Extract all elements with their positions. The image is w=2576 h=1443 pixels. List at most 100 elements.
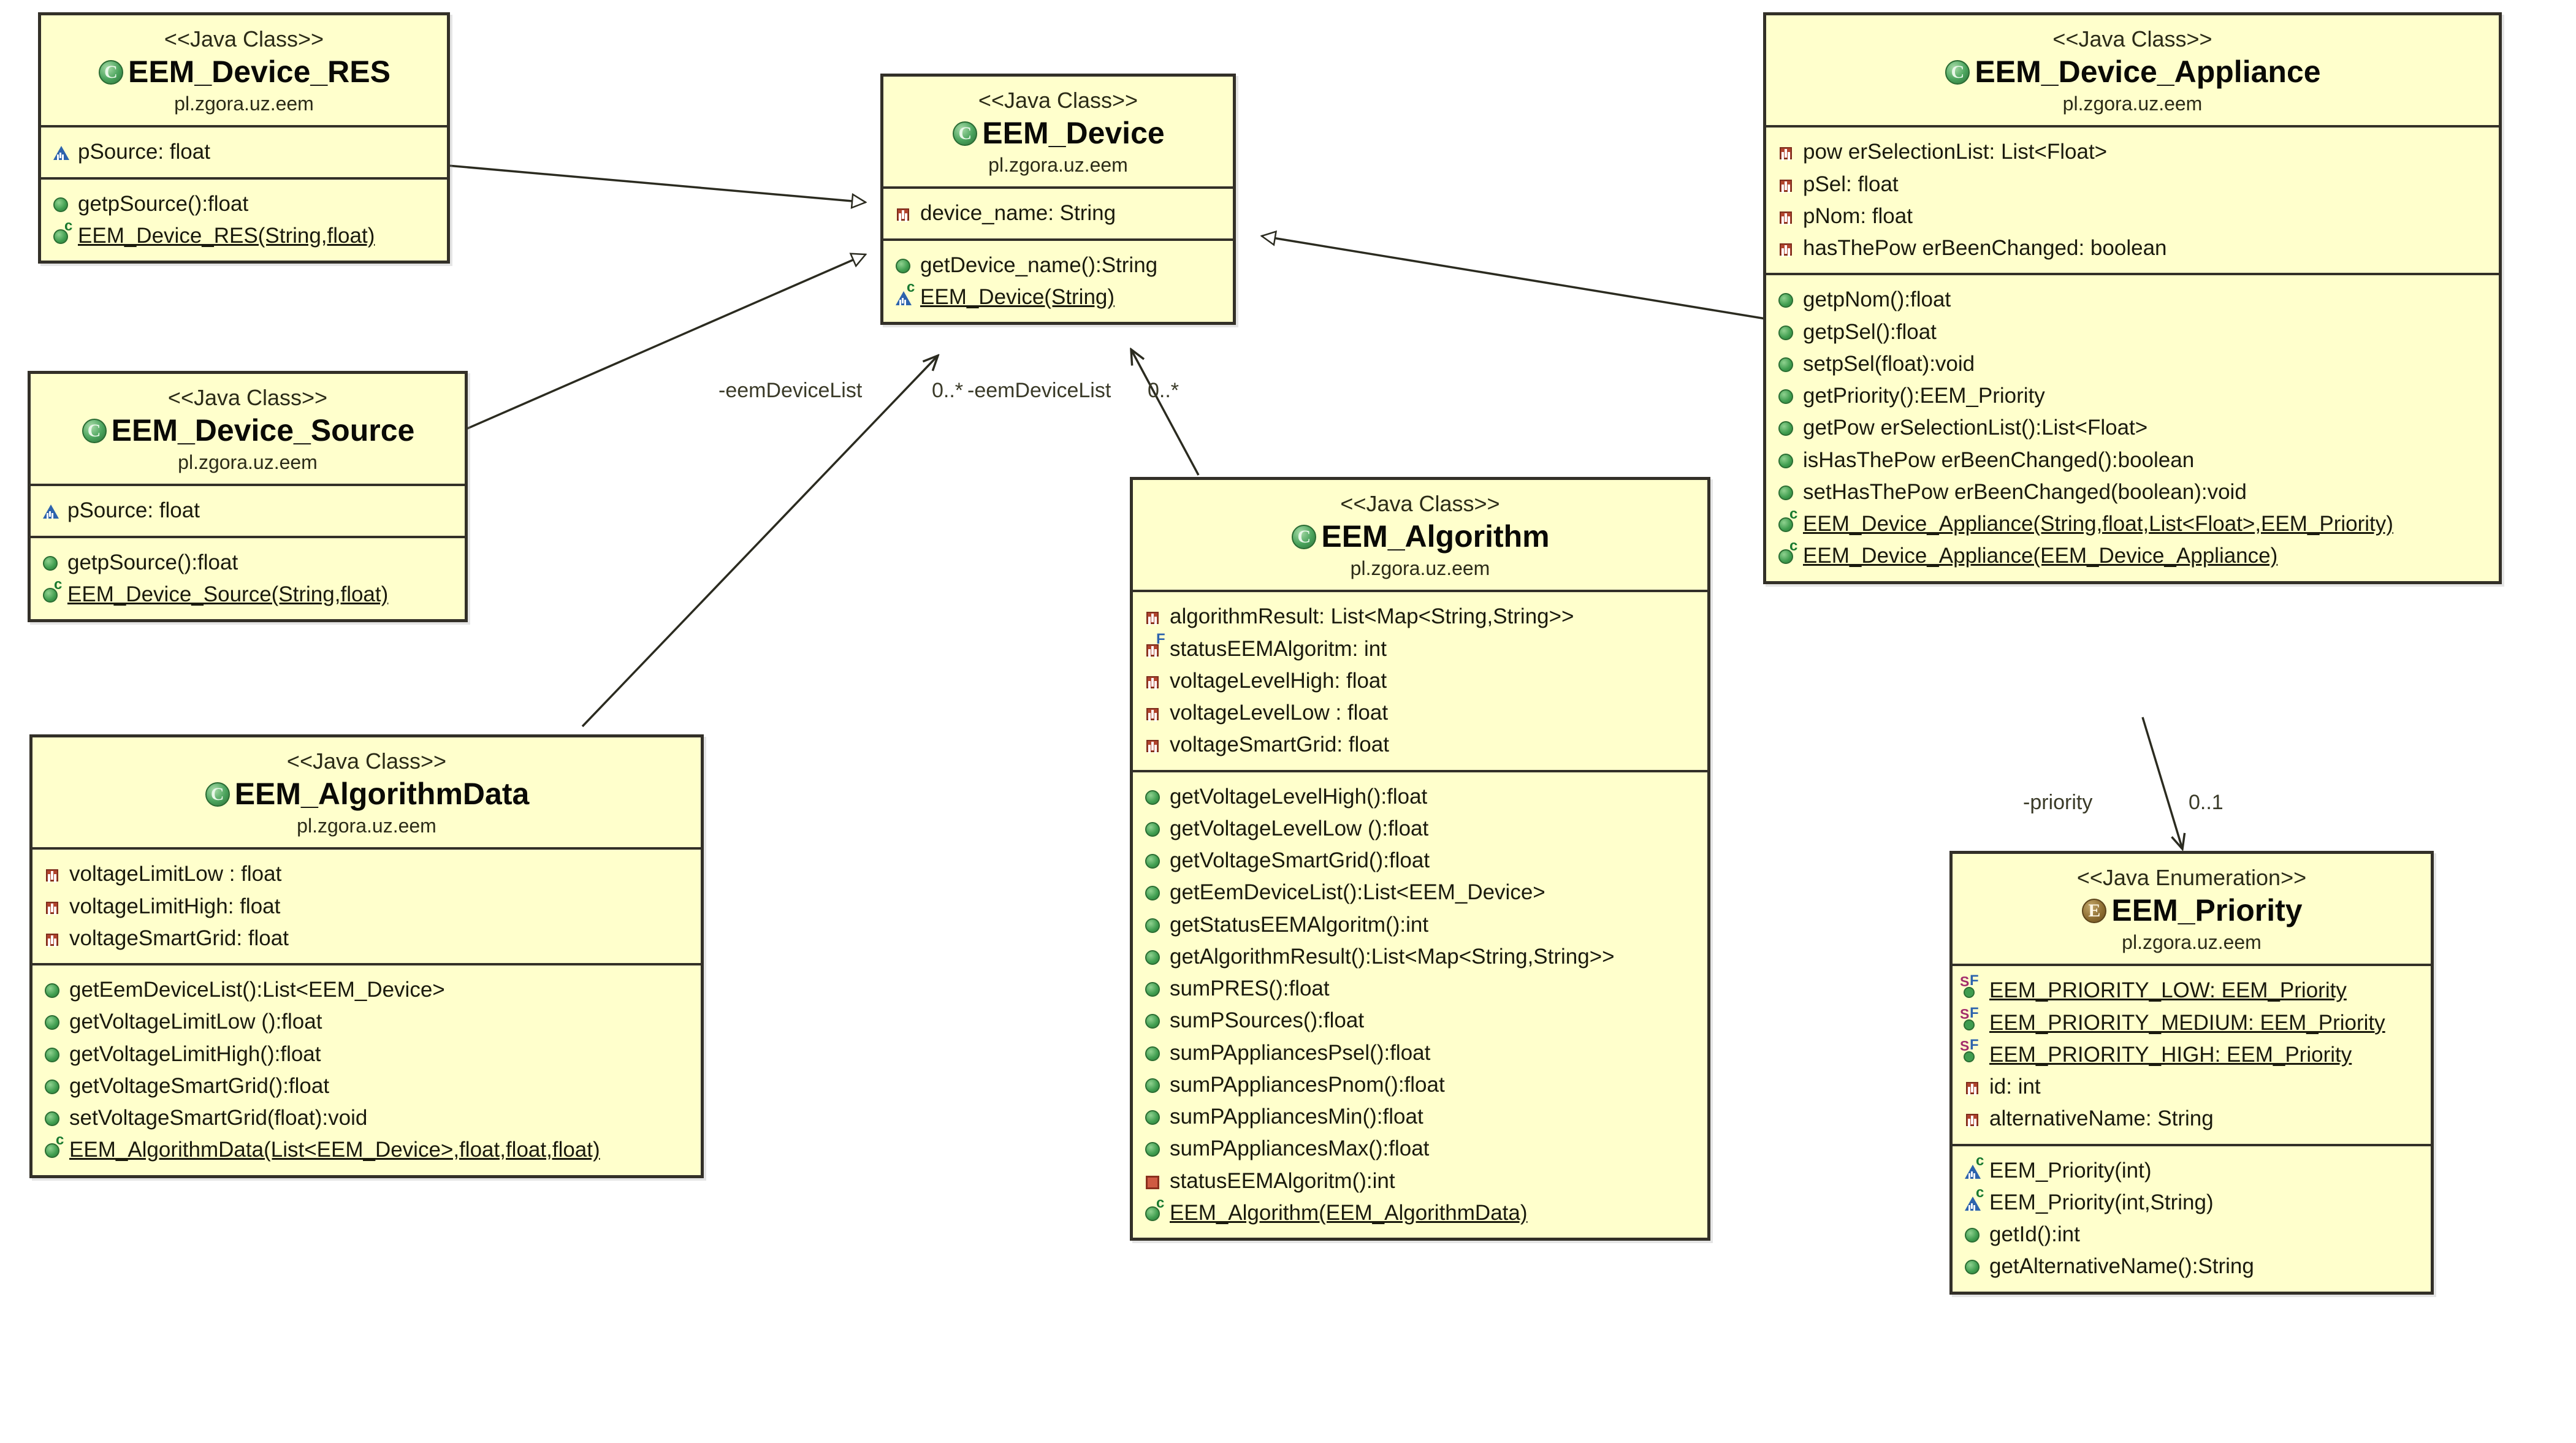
operation-row[interactable]: getVoltageLevelHigh():float: [1133, 781, 1707, 813]
operation-row[interactable]: sumPSources():float: [1133, 1005, 1707, 1037]
attribute-row[interactable]: voltageLimitLow : float: [32, 858, 701, 890]
attribute-label: algorithmResult: List<Map<String,String>…: [1170, 604, 1574, 629]
stereotype-label: <<Java Class>>: [2052, 26, 2212, 51]
operation-row[interactable]: c EEM_Priority(int): [1953, 1153, 2431, 1187]
attribute-row[interactable]: voltageLevelLow : float: [1133, 697, 1707, 729]
public-method-icon: [1143, 915, 1164, 936]
attributes-section: pSource: float: [41, 125, 447, 177]
operation-row[interactable]: c EEM_Device(String): [883, 280, 1233, 313]
operation-row[interactable]: getpNom():float: [1766, 284, 2499, 316]
class-box-eem-device-appliance[interactable]: <<Java Class>> EEM_Device_Appliance pl.z…: [1763, 12, 2502, 584]
public-method-icon: [1143, 979, 1164, 1000]
attribute-row[interactable]: id: int: [1953, 1071, 2431, 1103]
public-method-icon: [40, 553, 61, 574]
operation-row[interactable]: getDevice_name():String: [883, 249, 1233, 281]
attribute-label: hasThePow erBeenChanged: boolean: [1803, 236, 2167, 261]
protected-field-icon: [40, 501, 61, 522]
operation-row[interactable]: statusEEMAlgoritm():int: [1133, 1165, 1707, 1197]
operation-row[interactable]: getEemDeviceList():List<EEM_Device>: [1133, 877, 1707, 908]
operation-label: getStatusEEMAlgoritm():int: [1170, 912, 1429, 937]
constructor-icon: c: [42, 1133, 64, 1161]
package-label: pl.zgora.uz.eem: [1350, 557, 1490, 580]
operation-row[interactable]: getpSource():float: [31, 547, 465, 579]
operation-row[interactable]: getId():int: [1953, 1219, 2431, 1251]
operation-row[interactable]: getAlgorithmResult():List<Map<String,Str…: [1133, 941, 1707, 973]
operation-row[interactable]: isHasThePow erBeenChanged():boolean: [1766, 444, 2499, 476]
class-box-eem-device-source[interactable]: <<Java Class>> EEM_Device_Source pl.zgor…: [28, 371, 468, 623]
private-field-icon: [1962, 1109, 1983, 1130]
operation-row[interactable]: getPow erSelectionList():List<Float>: [1766, 412, 2499, 444]
public-method-icon: [1962, 1257, 1983, 1277]
public-method-icon: [1143, 1139, 1164, 1160]
class-box-eem-device-res[interactable]: <<Java Class>> EEM_Device_RES pl.zgora.u…: [38, 12, 450, 264]
attribute-row[interactable]: device_name: String: [883, 197, 1233, 229]
attribute-row[interactable]: pNom: float: [1766, 200, 2499, 232]
class-box-eem-algorithm[interactable]: <<Java Class>> EEM_Algorithm pl.zgora.uz…: [1130, 477, 1710, 1241]
attribute-row[interactable]: pSource: float: [31, 495, 465, 527]
operation-row[interactable]: sumPAppliancesMax():float: [1133, 1133, 1707, 1165]
operation-row[interactable]: getAlternativeName():String: [1953, 1251, 2431, 1282]
attribute-row[interactable]: voltageLimitHigh: float: [32, 891, 701, 923]
operation-row[interactable]: sumPAppliancesPnom():float: [1133, 1069, 1707, 1101]
operation-row[interactable]: c EEM_Algorithm(EEM_AlgorithmData): [1133, 1195, 1707, 1229]
class-header: <<Java Class>> EEM_Algorithm pl.zgora.uz…: [1133, 480, 1707, 590]
operation-row[interactable]: sumPAppliancesPsel():float: [1133, 1037, 1707, 1069]
operation-row[interactable]: getVoltageSmartGrid():float: [1133, 845, 1707, 877]
operation-row[interactable]: sumPRES():float: [1133, 973, 1707, 1005]
class-box-eem-device[interactable]: <<Java Class>> EEM_Device pl.zgora.uz.ee…: [880, 74, 1236, 326]
operation-row[interactable]: c EEM_Device_Source(String,float): [31, 577, 465, 611]
attribute-row[interactable]: hasThePow erBeenChanged: boolean: [1766, 232, 2499, 264]
operation-row[interactable]: setVoltageSmartGrid(float):void: [32, 1102, 701, 1134]
attribute-row[interactable]: algorithmResult: List<Map<String,String>…: [1133, 601, 1707, 633]
operations-section: getpSource():float c EEM_Device_RES(Stri…: [41, 177, 447, 261]
operation-row[interactable]: getVoltageLimitLow ():float: [32, 1006, 701, 1038]
operation-label: EEM_Priority(int): [1989, 1158, 2152, 1182]
operation-row[interactable]: c EEM_Priority(int,String): [1953, 1185, 2431, 1219]
public-method-icon: [1776, 386, 1797, 407]
operation-row[interactable]: c EEM_Device_Appliance(EEM_Device_Applia…: [1766, 539, 2499, 572]
attribute-row[interactable]: F statusEEMAlgoritm: int: [1133, 631, 1707, 665]
operation-label: getAlgorithmResult():List<Map<String,Str…: [1170, 944, 1615, 969]
operation-label: getPriority():EEM_Priority: [1803, 384, 2045, 408]
attributes-section: pSource: float: [31, 484, 465, 535]
operation-row[interactable]: getpSel():float: [1766, 316, 2499, 348]
operation-label: getEemDeviceList():List<EEM_Device>: [1170, 880, 1545, 905]
operation-label: getVoltageLimitLow ():float: [69, 1010, 322, 1034]
class-header: <<Java Class>> EEM_Device_Source pl.zgor…: [31, 374, 465, 484]
operation-row[interactable]: sumPAppliancesMin():float: [1133, 1101, 1707, 1133]
operation-label: getVoltageSmartGrid():float: [1170, 848, 1430, 873]
public-method-icon: [1143, 1075, 1164, 1096]
package-label: pl.zgora.uz.eem: [297, 815, 436, 837]
operation-row[interactable]: getVoltageLevelLow ():float: [1133, 813, 1707, 845]
attribute-row[interactable]: alternativeName: String: [1953, 1103, 2431, 1135]
attribute-label: voltageSmartGrid: float: [1170, 733, 1389, 757]
operation-row[interactable]: setHasThePow erBeenChanged(boolean):void: [1766, 476, 2499, 508]
attribute-row[interactable]: pow erSelectionList: List<Float>: [1766, 136, 2499, 168]
operation-row[interactable]: setpSel(float):void: [1766, 348, 2499, 380]
edge-res-to-device: [447, 164, 866, 202]
operation-row[interactable]: getpSource():float: [41, 188, 447, 220]
attribute-row[interactable]: pSource: float: [41, 136, 447, 168]
attribute-row[interactable]: voltageSmartGrid: float: [1133, 729, 1707, 761]
attribute-row[interactable]: voltageSmartGrid: float: [32, 923, 701, 954]
operation-row[interactable]: getEemDeviceList():List<EEM_Device>: [32, 974, 701, 1006]
operation-row[interactable]: c EEM_Device_RES(String,float): [41, 218, 447, 252]
operation-row[interactable]: getPriority():EEM_Priority: [1766, 380, 2499, 412]
attribute-row[interactable]: voltageLevelHigh: float: [1133, 665, 1707, 697]
attribute-row[interactable]: pSel: float: [1766, 169, 2499, 200]
operation-row[interactable]: getStatusEEMAlgoritm():int: [1133, 909, 1707, 941]
operations-section: getEemDeviceList():List<EEM_Device> getV…: [32, 963, 701, 1175]
operation-row[interactable]: c EEM_Device_Appliance(String,float,List…: [1766, 507, 2499, 540]
operation-row[interactable]: getVoltageLimitHigh():float: [32, 1038, 701, 1070]
java-class-icon: [81, 417, 108, 444]
operation-row[interactable]: getVoltageSmartGrid():float: [32, 1070, 701, 1102]
edge-alg-to-device: [1131, 349, 1200, 476]
class-box-eem-algorithm-data[interactable]: <<Java Class>> EEM_AlgorithmData pl.zgor…: [29, 734, 704, 1178]
operation-row[interactable]: c EEM_AlgorithmData(List<EEM_Device>,flo…: [32, 1133, 701, 1166]
class-box-eem-priority[interactable]: <<Java Enumeration>> EEM_Priority pl.zgo…: [1949, 851, 2434, 1295]
public-method-icon: [1776, 418, 1797, 439]
operation-label: isHasThePow erBeenChanged():boolean: [1803, 447, 2195, 472]
